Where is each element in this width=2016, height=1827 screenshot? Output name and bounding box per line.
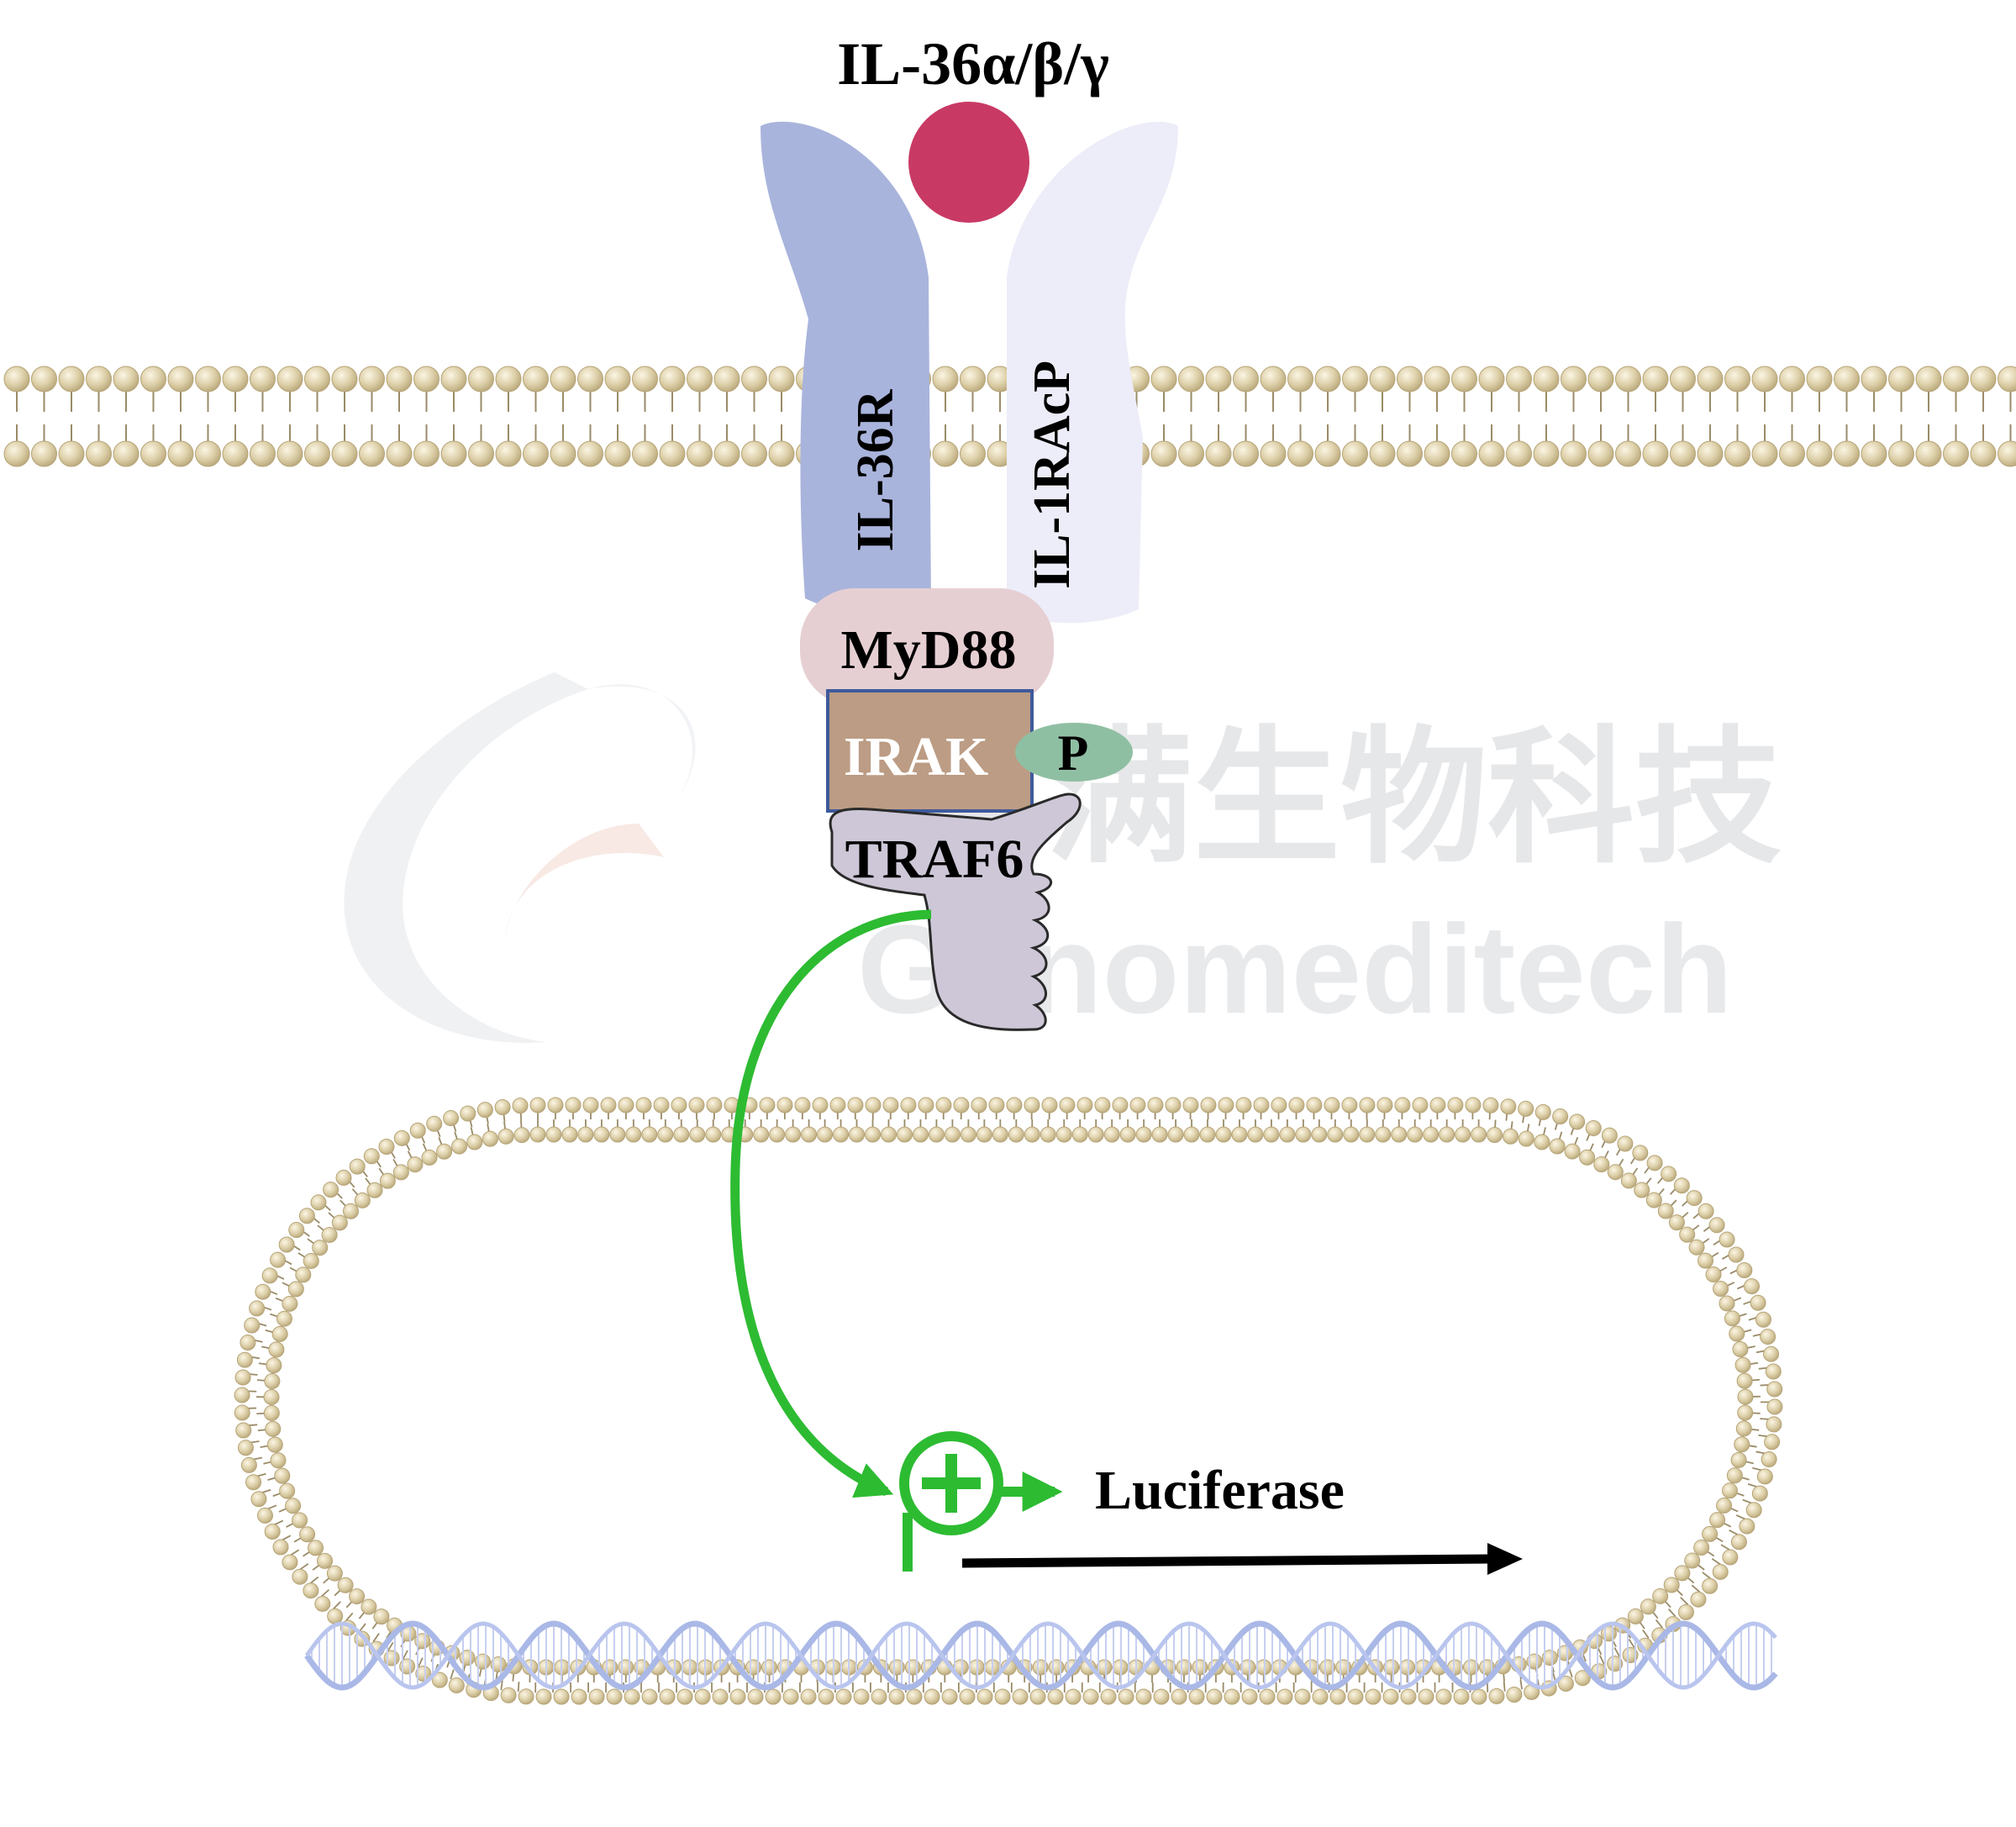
myd88-complex bbox=[800, 588, 1054, 706]
promoter-activation bbox=[899, 1431, 1063, 1572]
phosphate-label: P bbox=[1058, 725, 1089, 781]
watermark-logo bbox=[344, 672, 696, 1043]
irak-kinase bbox=[826, 689, 1034, 813]
myd88-label: MyD88 bbox=[841, 619, 1017, 681]
traf6-label: TRAF6 bbox=[845, 829, 1024, 890]
transcription-arrow bbox=[961, 1543, 1523, 1575]
luciferase-label: Luciferase bbox=[1095, 1460, 1345, 1521]
il1racp-receptor bbox=[1007, 121, 1178, 624]
dna-helix bbox=[304, 1620, 1778, 1691]
il36-ligand bbox=[908, 102, 1029, 223]
activation-arrow bbox=[730, 909, 932, 1498]
traf6-protein bbox=[829, 792, 1082, 1031]
il36r-receptor bbox=[761, 121, 931, 616]
il1racp-label: IL-1RAcP bbox=[1024, 361, 1081, 589]
il36r-label: IL-36R bbox=[847, 388, 904, 551]
phosphate-group bbox=[1015, 723, 1133, 782]
nuclear-envelope bbox=[234, 1097, 1783, 1705]
irak-label: IRAK bbox=[844, 726, 988, 787]
ligand-label: IL-36α/β/γ bbox=[837, 30, 1109, 97]
